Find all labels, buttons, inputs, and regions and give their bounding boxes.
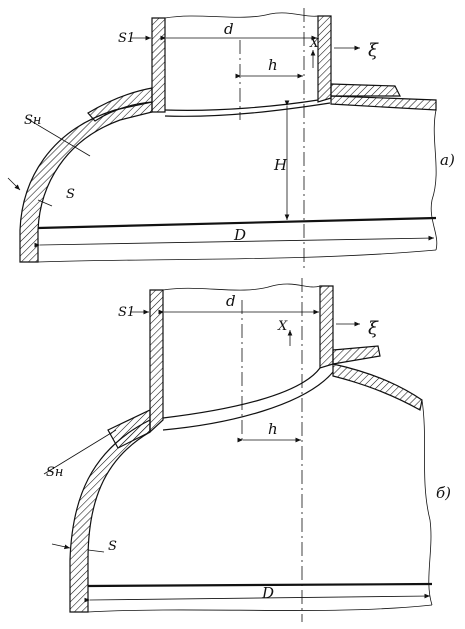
nozzle-bottom-curve-a bbox=[164, 99, 319, 111]
shell-wall-b bbox=[69, 419, 151, 613]
label-D-b: D bbox=[261, 584, 274, 602]
nozzle-bottom-inner-a bbox=[164, 102, 331, 117]
label-d-b: d bbox=[226, 292, 236, 310]
label-x-a: X bbox=[309, 36, 319, 50]
dim-s-line-b bbox=[87, 549, 105, 553]
label-h-a: h bbox=[268, 56, 278, 74]
nozzle-wall-left-a bbox=[151, 17, 166, 113]
label-xi-a: ξ bbox=[368, 40, 379, 61]
dim-sn-b bbox=[43, 429, 117, 475]
dim-s-b bbox=[51, 543, 71, 550]
label-xi-b: ξ bbox=[368, 318, 379, 339]
label-s1-b: S1 bbox=[118, 305, 135, 320]
label-s-b: S bbox=[108, 539, 117, 554]
figure-b: S1 d h X ξ Sн S D б) bbox=[43, 278, 451, 622]
dim-D-b bbox=[84, 593, 431, 603]
shell-wall-a bbox=[19, 101, 153, 263]
dim-s-line-a bbox=[37, 199, 53, 207]
shell-wall-right-b bbox=[332, 363, 423, 411]
dim-sn-a bbox=[25, 117, 91, 157]
nozzle-wall-right-a bbox=[317, 15, 332, 103]
dim-D-a bbox=[34, 235, 435, 248]
nozzle-wall-left-b bbox=[149, 289, 164, 434]
label-s-a: S bbox=[66, 187, 75, 202]
pad-left-b bbox=[107, 409, 151, 449]
pad-left-a bbox=[87, 87, 153, 122]
label-sn-b: Sн bbox=[46, 465, 63, 480]
nozzle-bottom-curve-b bbox=[162, 367, 321, 419]
pad-right-b bbox=[332, 345, 381, 365]
label-h-b: h bbox=[268, 420, 278, 438]
shell-wall-right-a bbox=[330, 95, 437, 111]
label-x-b: X bbox=[277, 319, 288, 334]
nozzle-wall-right-b bbox=[319, 285, 334, 369]
label-D-a: D bbox=[233, 226, 246, 244]
base-inner-a bbox=[37, 249, 437, 263]
dim-s-a bbox=[7, 177, 21, 191]
base-line-a bbox=[37, 216, 437, 230]
nozzle-break-line-a bbox=[164, 12, 319, 19]
nozzle-bottom-inner-b bbox=[162, 371, 334, 431]
figure-label-b: б) bbox=[436, 484, 451, 502]
label-sn-a: Sн bbox=[24, 113, 41, 128]
base-inner-b bbox=[87, 604, 433, 613]
shell-break-right-b bbox=[421, 399, 433, 606]
nozzle-break-line-b bbox=[162, 283, 321, 291]
label-d-a: d bbox=[224, 20, 234, 38]
figure-label-a: а) bbox=[440, 151, 455, 169]
shell-break-right-a bbox=[430, 109, 438, 251]
label-s1-a: S1 bbox=[118, 31, 135, 46]
label-H-a: H bbox=[273, 156, 288, 174]
pad-right-a bbox=[330, 83, 401, 97]
base-line-b bbox=[87, 582, 433, 588]
figure-a: S1 d h X ξ Sн S H D а) bbox=[7, 8, 455, 268]
